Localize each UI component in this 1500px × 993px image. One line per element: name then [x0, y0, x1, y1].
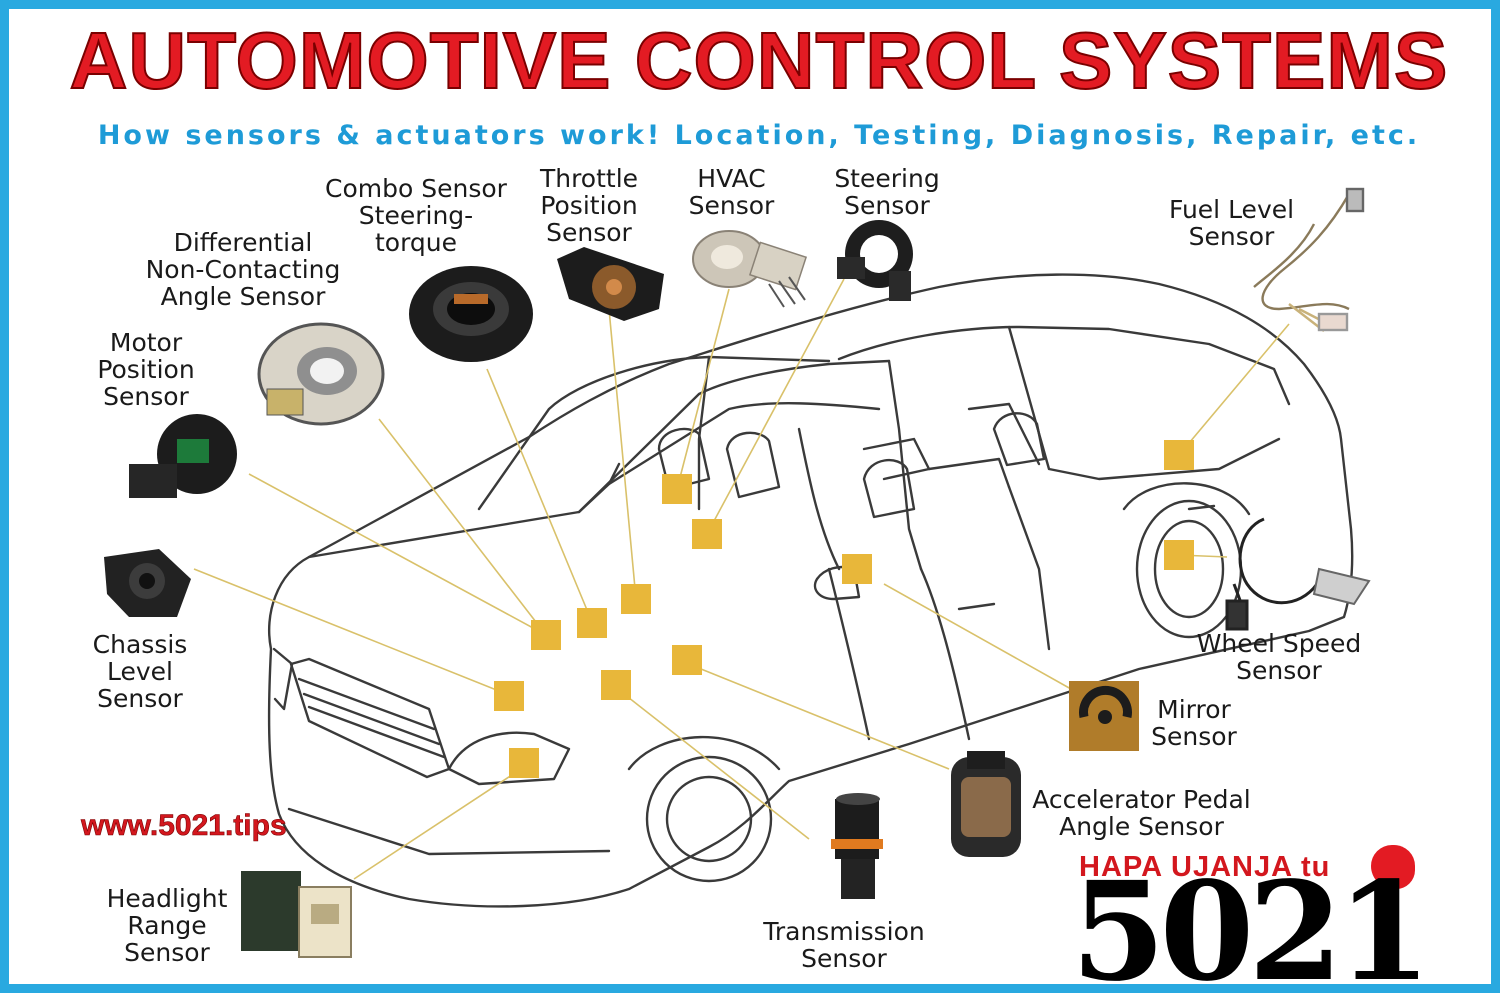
marker-throttle: [621, 584, 651, 614]
label-transmission-sensor: Transmission Sensor: [763, 917, 925, 973]
leader-accelerator: [700, 668, 950, 770]
sensor-markers: [494, 440, 1194, 778]
label-throttle-sensor: Throttle Position Sensor: [539, 164, 639, 247]
fuel-sensor-image: [1253, 187, 1365, 332]
leader-motor: [248, 473, 547, 636]
leader-lines: [193, 278, 1290, 880]
poster-subtitle: How sensors & actuators work! Location, …: [97, 120, 1421, 151]
marker-steering: [692, 519, 722, 549]
marker-mirror: [842, 554, 872, 584]
motor-sensor-image: [129, 414, 237, 498]
label-wheel-speed-sensor: Wheel Speed Sensor: [1196, 629, 1362, 685]
throttle-sensor-image: [557, 247, 664, 321]
label-steering-sensor: Steering Sensor: [834, 164, 940, 220]
leader-headlight: [353, 766, 525, 880]
marker-accelerator: [672, 645, 702, 675]
logo-red-dot: [1371, 845, 1415, 889]
hvac-sensor-image: [692, 230, 808, 308]
leader-transmission: [623, 693, 810, 840]
label-fuel-level-sensor: Fuel Level Sensor: [1168, 195, 1295, 251]
leader-steering: [706, 278, 845, 535]
marker-wheel: [1164, 540, 1194, 570]
marker-chassis: [494, 681, 524, 711]
leader-differential: [378, 418, 547, 636]
accelerator-sensor-image: [951, 751, 1021, 857]
logo-number: 5021: [1071, 852, 1432, 993]
differential-sensor-image: [257, 322, 385, 426]
logo-tagline: HAPA UJANJA tu: [1079, 851, 1331, 883]
label-differential-sensor: Differential Non-Contacting Angle Sensor: [145, 228, 341, 311]
label-hvac-sensor: HVAC Sensor: [688, 164, 775, 220]
mirror-sensor-image: [1069, 681, 1139, 751]
leader-chassis: [193, 568, 510, 696]
headlight-sensor-image: [241, 871, 352, 958]
steering-sensor-image: [837, 220, 913, 301]
leader-mirror: [883, 583, 1072, 690]
marker-differential: [531, 620, 561, 650]
leader-fuel: [1178, 323, 1290, 456]
leader-combo: [486, 368, 593, 623]
car-sensor-diagram: [104, 187, 1371, 958]
car-illustration: [267, 273, 1354, 908]
label-mirror-sensor: Mirror Sensor: [1151, 695, 1237, 751]
wheel-speed-sensor-image: [1225, 517, 1371, 631]
marker-headlight: [509, 748, 539, 778]
transmission-sensor-image: [831, 793, 883, 899]
leader-hvac: [676, 288, 730, 490]
label-headlight-range-sensor: Headlight Range Sensor: [106, 884, 228, 967]
marker-hvac: [662, 474, 692, 504]
label-accelerator-sensor: Accelerator Pedal Angle Sensor: [1032, 785, 1251, 841]
website-link[interactable]: www.5021.tips: [81, 809, 287, 843]
combo-sensor-image: [409, 266, 533, 362]
label-combo-sensor: Combo Sensor Steering- torque: [325, 174, 507, 257]
marker-combo: [577, 608, 607, 638]
chassis-sensor-image: [104, 549, 191, 617]
leader-throttle: [608, 308, 637, 600]
label-motor-position-sensor: Motor Position Sensor: [97, 328, 195, 411]
marker-fuel: [1164, 440, 1194, 470]
label-chassis-level-sensor: Chassis Level Sensor: [92, 630, 188, 713]
poster-title: AUTOMOTIVE CONTROL SYSTEMS: [69, 15, 1449, 106]
marker-transmission: [601, 670, 631, 700]
